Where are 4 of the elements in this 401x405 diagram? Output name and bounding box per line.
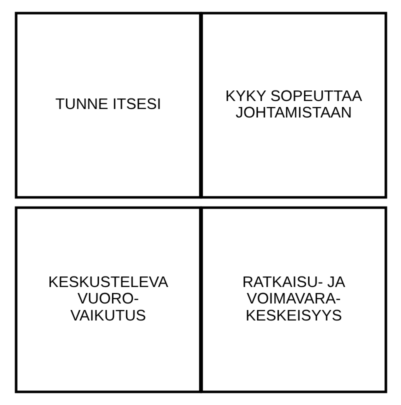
node-box: TUNNE ITSESI [14, 12, 202, 199]
node-box: KYKY SOPEUTTAA JOHTAMISTAAN [200, 12, 387, 199]
node-box: KESKUSTELEVA VUORO- VAIKUTUS [14, 206, 202, 394]
node-box: RATKAISU- JA VOIMAVARA- KESKEISYYS [200, 206, 387, 394]
